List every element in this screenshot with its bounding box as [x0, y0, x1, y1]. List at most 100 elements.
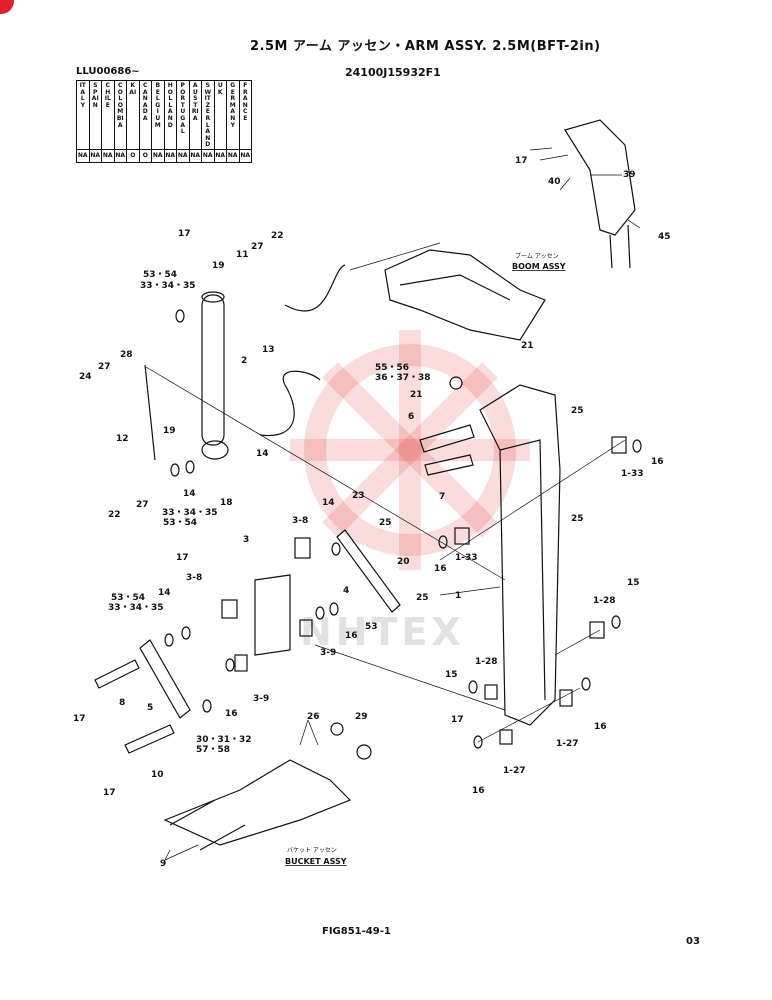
arm-body-side — [499, 439, 546, 701]
pin-10 — [124, 724, 175, 754]
callout: 7 — [439, 492, 445, 502]
callout: 25 — [571, 406, 584, 416]
hose-13 — [259, 370, 321, 437]
callout: 3-9 — [320, 648, 336, 658]
link-3 — [254, 574, 291, 656]
callout: 2 — [241, 356, 247, 366]
callout: 17 — [515, 156, 528, 166]
bucket-assy-jp-label: バケット アッセン — [287, 847, 337, 854]
callout: 1 — [455, 591, 461, 601]
callout: 20 — [397, 557, 410, 567]
callout: 53・54 — [163, 518, 197, 528]
country-name-cell: CANADA — [138, 80, 152, 150]
callout: 29 — [355, 712, 368, 722]
callout: 3-8 — [186, 573, 202, 583]
callout: 1-27 — [503, 766, 526, 776]
callout: 8 — [119, 698, 125, 708]
callout: 1-33 — [621, 469, 644, 479]
callout: 57・58 — [196, 745, 230, 755]
callout: 5 — [147, 703, 153, 713]
country-name: SPAIN — [91, 82, 99, 109]
callout: 33・34・35 — [140, 281, 196, 291]
country-name: KAI — [129, 82, 137, 96]
callout: 25 — [416, 593, 429, 603]
pin-7 — [424, 454, 474, 476]
boom-detail-rod — [609, 224, 631, 269]
country-name-cell: COLOMBIA — [113, 80, 127, 150]
callout: 27 — [136, 500, 149, 510]
callout: 10 — [151, 770, 164, 780]
callout: 13 — [262, 345, 275, 355]
callout: 3-8 — [292, 516, 308, 526]
callout: 18 — [220, 498, 233, 508]
callout: 21 — [410, 390, 423, 400]
country-name: U K — [217, 82, 223, 96]
country-availability: NA — [201, 148, 215, 163]
figure-number: FIG851-49-1 — [322, 926, 391, 937]
callout: 28 — [120, 350, 133, 360]
callout: 1-27 — [556, 739, 579, 749]
callout: 22 — [271, 231, 284, 241]
country-name: FRANCE — [242, 82, 248, 122]
cylinder-2 — [201, 294, 225, 446]
cylinder-2-end — [201, 440, 229, 460]
callout: 17 — [178, 229, 191, 239]
callout: 27 — [98, 362, 111, 372]
page-title: 2.5M アーム アッセン・ARM ASSY. 2.5M(BFT-2in) — [250, 39, 601, 54]
callout: 16 — [225, 709, 238, 719]
callout: 17 — [103, 788, 116, 798]
country-name: CANADA — [142, 82, 148, 122]
callout: 24 — [79, 372, 92, 382]
country-name: BELGIUM — [154, 82, 161, 129]
callout: 33・34・35 — [162, 508, 218, 518]
callout: 1-33 — [455, 553, 478, 563]
cylinder-2-head — [201, 291, 225, 303]
callout: 27 — [251, 242, 264, 252]
callout: 23 — [352, 491, 365, 501]
callout: 36・37・38 — [375, 373, 431, 383]
callout: 3 — [243, 535, 249, 545]
arm-body — [479, 384, 561, 726]
part-code: 24100J15932F1 — [345, 66, 441, 79]
country-name: SWITZER LAND — [204, 82, 212, 149]
callout: 12 — [116, 434, 129, 444]
callout: 39 — [623, 170, 636, 180]
callout: 4 — [343, 586, 349, 596]
callout: 30・31・32 — [196, 735, 252, 745]
callout: 53・54 — [143, 270, 177, 280]
callout: 45 — [658, 232, 671, 242]
callout: 14 — [183, 489, 196, 499]
callout: 40 — [548, 177, 561, 187]
bucket-assy — [163, 759, 352, 846]
bucket-assy-label: BUCKET ASSY — [285, 857, 347, 866]
pin-8 — [94, 659, 140, 689]
boom-assy — [384, 249, 546, 341]
callout: 16 — [651, 457, 664, 467]
country-name: PORTUGAL — [180, 82, 186, 136]
callout: 11 — [236, 250, 249, 260]
callout: 55・56 — [375, 363, 409, 373]
callout: 53・54 — [111, 593, 145, 603]
callout-labels: 1 1-27 1-27 1-28 1-28 1-33 1-33 2 3 3-8 … — [73, 156, 671, 869]
callout: 1-28 — [475, 657, 498, 667]
callout: 19 — [212, 261, 225, 271]
boom-assy-jp-label: ブーム アッセン — [515, 252, 559, 260]
bucket-pin-9a — [169, 799, 246, 851]
callout: 14 — [256, 449, 269, 459]
country-name: CHILE — [104, 82, 111, 109]
boom-assy-inner — [399, 274, 511, 301]
country-name: GERMANY — [229, 82, 236, 129]
callout: 21 — [521, 341, 534, 351]
callout: 16 — [345, 631, 358, 641]
callout: 6 — [408, 412, 414, 422]
serial-range: LLU00686~ — [76, 66, 140, 77]
link-5 — [139, 639, 191, 719]
callout: 16 — [434, 564, 447, 574]
boom-detail — [564, 119, 636, 236]
link-4 — [336, 529, 401, 613]
country-availability: NA — [238, 148, 252, 163]
callout: 1-28 — [593, 596, 616, 606]
